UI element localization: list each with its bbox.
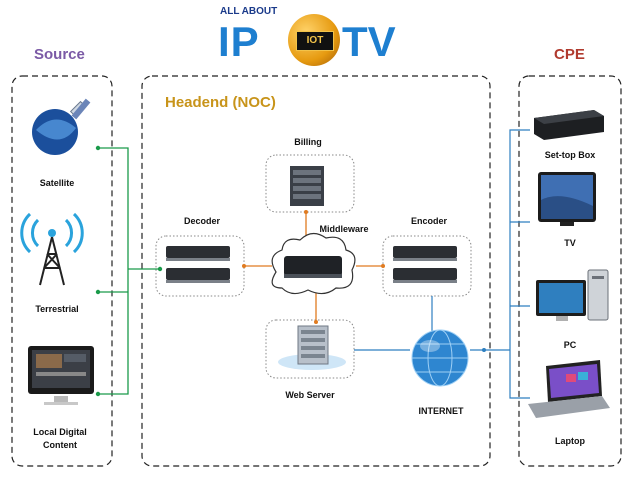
pc-label: PC bbox=[563, 340, 577, 350]
satellite-label: Satellite bbox=[39, 178, 75, 188]
terrestrial-label: Terrestrial bbox=[35, 304, 79, 314]
local-content-monitor-icon bbox=[28, 346, 94, 405]
encoder-label: Encoder bbox=[410, 216, 447, 226]
tv-icon bbox=[538, 172, 596, 226]
decoder-box bbox=[155, 235, 245, 297]
web-server-label: Web Server bbox=[285, 390, 335, 400]
local-content-label-line1: Local Digital bbox=[33, 427, 87, 437]
terrestrial-icon bbox=[20, 212, 84, 286]
headend-connectors bbox=[244, 212, 383, 322]
internet-connectors bbox=[354, 129, 530, 399]
headend-title: Headend (NOC) bbox=[165, 94, 276, 111]
encoder-device-icon bbox=[393, 246, 457, 283]
billing-server-icon bbox=[290, 166, 324, 206]
laptop-label: Laptop bbox=[555, 436, 585, 446]
cpe-title: CPE bbox=[554, 46, 585, 63]
decoder-device-icon bbox=[166, 246, 230, 283]
billing-box bbox=[265, 154, 355, 213]
laptop-icon bbox=[528, 360, 610, 418]
web-server-icon bbox=[278, 325, 346, 370]
pc-icon bbox=[536, 269, 609, 321]
webserver-box bbox=[265, 319, 355, 379]
logo-iot-badge: IOT bbox=[296, 31, 334, 51]
internet-globe-icon bbox=[411, 329, 469, 387]
satellite-icon bbox=[32, 98, 91, 155]
encoder-box bbox=[382, 235, 472, 297]
source-connectors bbox=[98, 147, 160, 395]
set-top-box-label: Set-top Box bbox=[544, 150, 596, 160]
logo-ip: IP bbox=[218, 18, 260, 65]
cpe-box bbox=[518, 75, 622, 467]
billing-label: Billing bbox=[294, 137, 322, 147]
logo-tv: TV bbox=[342, 18, 396, 65]
middleware-label: Middleware bbox=[319, 224, 369, 234]
logo-top-text: ALL ABOUT bbox=[220, 6, 278, 17]
source-title: Source bbox=[34, 46, 85, 63]
decoder-label: Decoder bbox=[183, 216, 220, 226]
middleware-cloud-icon bbox=[271, 232, 356, 295]
set-top-box-icon bbox=[534, 110, 604, 140]
source-box bbox=[11, 75, 113, 467]
local-content-label-line2: Content bbox=[43, 440, 77, 450]
logo: ALL ABOUT IP IOT TV bbox=[218, 4, 418, 66]
internet-label: INTERNET bbox=[418, 406, 464, 416]
tv-label: TV bbox=[564, 238, 576, 248]
headend-box bbox=[141, 75, 491, 467]
